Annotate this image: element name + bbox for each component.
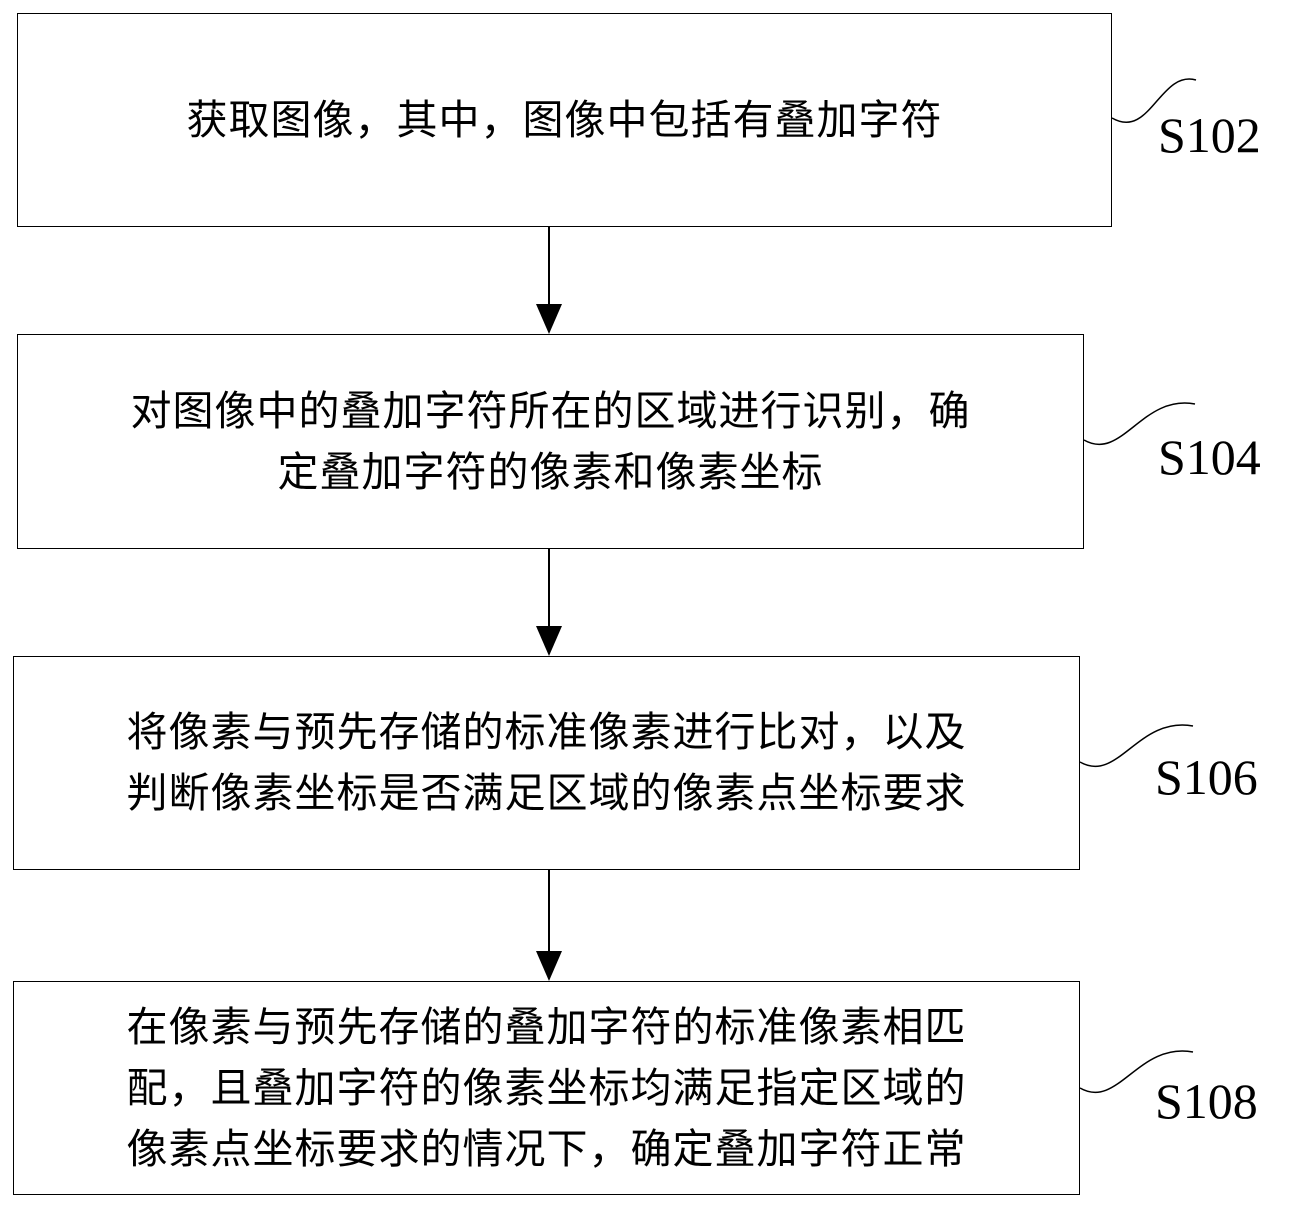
step-text-s108: 在像素与预先存储的叠加字符的标准像素相匹 配，且叠加字符的像素坐标均满足指定区域…: [127, 997, 967, 1180]
step-label-s104: S104: [1158, 429, 1261, 485]
step-box-s104: 对图像中的叠加字符所在的区域进行识别，确 定叠加字符的像素和像素坐标: [17, 334, 1084, 549]
step-label-s102: S102: [1158, 107, 1261, 163]
step-text-line: 配，且叠加字符的像素坐标均满足指定区域的: [126, 1063, 967, 1112]
leader-curve-s104: [1083, 402, 1196, 446]
step-text-line: 获取图像，其中，图像中包括有叠加字符: [186, 95, 943, 144]
step-text-line: 在像素与预先存储的叠加字符的标准像素相匹: [126, 1002, 967, 1051]
step-text-line: 像素点坐标要求的情况下，确定叠加字符正常: [126, 1124, 967, 1173]
step-text-line: 判断像素坐标是否满足区域的像素点坐标要求: [126, 769, 967, 817]
leader-curve-s108: [1079, 1050, 1194, 1094]
leader-curve-s102: [1111, 78, 1197, 123]
step-text-line: 将像素与预先存储的标准像素进行比对，以及: [126, 708, 967, 756]
leader-curve-s106: [1079, 724, 1194, 768]
step-text-line: 对图像中的叠加字符所在的区域进行识别，确: [130, 386, 971, 435]
step-text-line: 定叠加字符的像素和像素坐标: [277, 447, 824, 496]
step-label-s106: S106: [1155, 749, 1258, 805]
step-box-s106: 将像素与预先存储的标准像素进行比对，以及 判断像素坐标是否满足区域的像素点坐标要…: [13, 656, 1080, 870]
flow-arrow-1: [536, 227, 562, 334]
step-box-s108: 在像素与预先存储的叠加字符的标准像素相匹 配，且叠加字符的像素坐标均满足指定区域…: [13, 981, 1080, 1195]
step-text-s102: 获取图像，其中，图像中包括有叠加字符: [187, 90, 943, 151]
flow-arrow-2: [536, 549, 562, 656]
step-box-s102: 获取图像，其中，图像中包括有叠加字符: [17, 13, 1112, 227]
flow-arrow-3: [536, 870, 562, 981]
step-text-s106: 将像素与预先存储的标准像素进行比对，以及 判断像素坐标是否满足区域的像素点坐标要…: [127, 702, 967, 824]
step-text-s104: 对图像中的叠加字符所在的区域进行识别，确 定叠加字符的像素和像素坐标: [131, 381, 971, 503]
step-label-s108: S108: [1155, 1073, 1258, 1129]
